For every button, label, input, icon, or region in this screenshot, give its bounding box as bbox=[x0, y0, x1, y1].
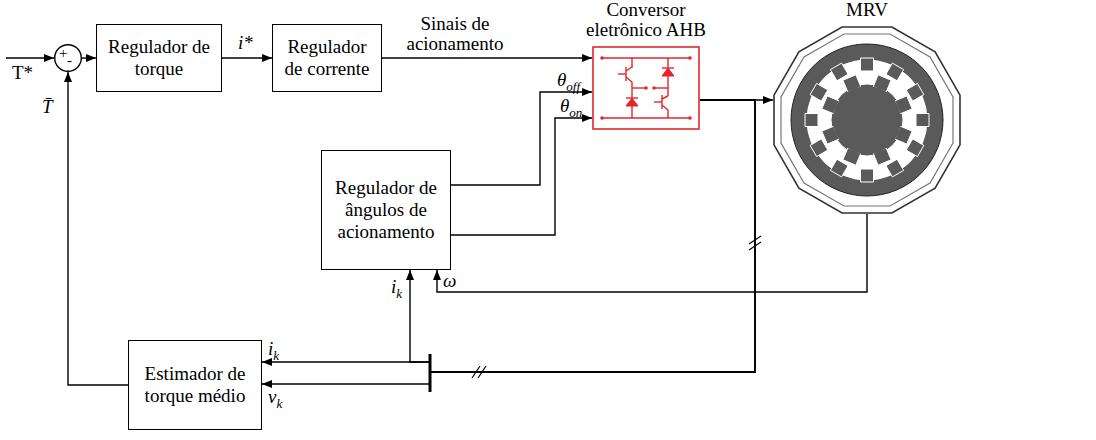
terminal-dot bbox=[652, 86, 656, 90]
block-heading: Conversor eletrônico AHB bbox=[571, 0, 721, 40]
signal-label: i* bbox=[238, 32, 253, 54]
circuit-wire bbox=[631, 82, 632, 88]
signal-label: T* bbox=[12, 62, 33, 84]
stator-pole bbox=[906, 83, 924, 101]
connector bbox=[437, 214, 867, 292]
signal-label: θoff bbox=[557, 69, 580, 91]
stator-pole bbox=[830, 159, 848, 177]
motor-symbol bbox=[773, 26, 961, 214]
signal-label: vk bbox=[268, 386, 282, 408]
connector bbox=[68, 72, 128, 385]
process-box: Regulador de corrente bbox=[272, 24, 382, 92]
process-box: Estimador de torque médio bbox=[128, 340, 262, 430]
signal-label: ik bbox=[391, 276, 402, 298]
stator-pole bbox=[861, 58, 874, 71]
input-arrow bbox=[6, 57, 54, 58]
circuit-wire bbox=[662, 96, 668, 99]
connector bbox=[262, 100, 755, 372]
converter-circuit bbox=[602, 58, 690, 118]
circuit-wire bbox=[631, 106, 632, 118]
signal-label: θon bbox=[560, 95, 582, 117]
circuit-wire bbox=[618, 73, 626, 74]
rotor bbox=[831, 84, 903, 156]
summing-junction: +- bbox=[54, 44, 82, 72]
sign-label: - bbox=[67, 53, 72, 68]
terminal-dot bbox=[644, 86, 648, 90]
stator-pole bbox=[830, 63, 848, 81]
circuit-wire bbox=[667, 88, 668, 96]
stator-pole bbox=[886, 159, 904, 177]
connector bbox=[410, 100, 755, 372]
connector bbox=[262, 100, 755, 384]
process-box: Regulador de torque bbox=[96, 24, 222, 92]
circuit-wire bbox=[626, 77, 632, 82]
circuit-wire bbox=[631, 88, 632, 98]
motor-housing-inner bbox=[781, 34, 953, 206]
motor-block: MRV bbox=[773, 26, 961, 214]
motor-housing bbox=[774, 27, 960, 213]
circuit-wire bbox=[632, 87, 646, 88]
stator-pole bbox=[906, 139, 924, 157]
stator-pole bbox=[916, 114, 929, 127]
sign-label: + bbox=[59, 46, 67, 61]
circuit-wire bbox=[602, 117, 690, 118]
connector bbox=[222, 57, 272, 58]
connector bbox=[451, 118, 592, 235]
converter-symbol bbox=[592, 46, 700, 130]
stator-bore bbox=[807, 60, 927, 180]
terminal-dot bbox=[600, 116, 604, 120]
box-label: Regulador de ângulos de acionamento bbox=[328, 177, 444, 243]
terminal-dot bbox=[688, 116, 692, 120]
bus-slash bbox=[472, 236, 761, 378]
circuit-wire bbox=[667, 110, 668, 118]
circuit-wire bbox=[662, 105, 668, 110]
terminal-dot bbox=[600, 56, 604, 60]
box-label: Estimador de torque médio bbox=[135, 363, 255, 407]
terminal-dot bbox=[688, 56, 692, 60]
circuit-wire bbox=[654, 101, 662, 102]
process-box: Regulador de ângulos de acionamento bbox=[321, 150, 451, 270]
diode-symbol bbox=[662, 68, 674, 76]
converter-outline bbox=[593, 47, 699, 129]
connector bbox=[382, 57, 592, 58]
circuit-wire bbox=[667, 58, 668, 68]
stator-pole bbox=[861, 169, 874, 182]
signal-label: ik bbox=[268, 338, 279, 360]
signal-label: Sinais de acionamento bbox=[392, 14, 518, 54]
connector bbox=[451, 92, 592, 185]
signal-label: ω bbox=[443, 270, 456, 292]
stator-pole bbox=[805, 114, 818, 127]
circuit-wire bbox=[626, 67, 632, 71]
connector bbox=[82, 57, 96, 58]
stator-pole bbox=[810, 139, 828, 157]
box-label: Regulador de corrente bbox=[279, 36, 375, 80]
signal-label: T̄ bbox=[42, 96, 53, 118]
diode-symbol bbox=[626, 98, 638, 106]
summing-outline bbox=[55, 45, 82, 72]
block-heading: MRV bbox=[773, 0, 961, 20]
stator-pole bbox=[886, 63, 904, 81]
circuit-wire bbox=[654, 87, 668, 88]
converter-block: Conversor eletrônico AHB bbox=[592, 46, 700, 130]
circuit-wire bbox=[667, 76, 668, 88]
stator-pole bbox=[810, 83, 828, 101]
circuit-wire bbox=[602, 57, 690, 58]
stator bbox=[791, 44, 943, 196]
rotor-core bbox=[833, 86, 901, 154]
box-label: Regulador de torque bbox=[103, 36, 215, 80]
